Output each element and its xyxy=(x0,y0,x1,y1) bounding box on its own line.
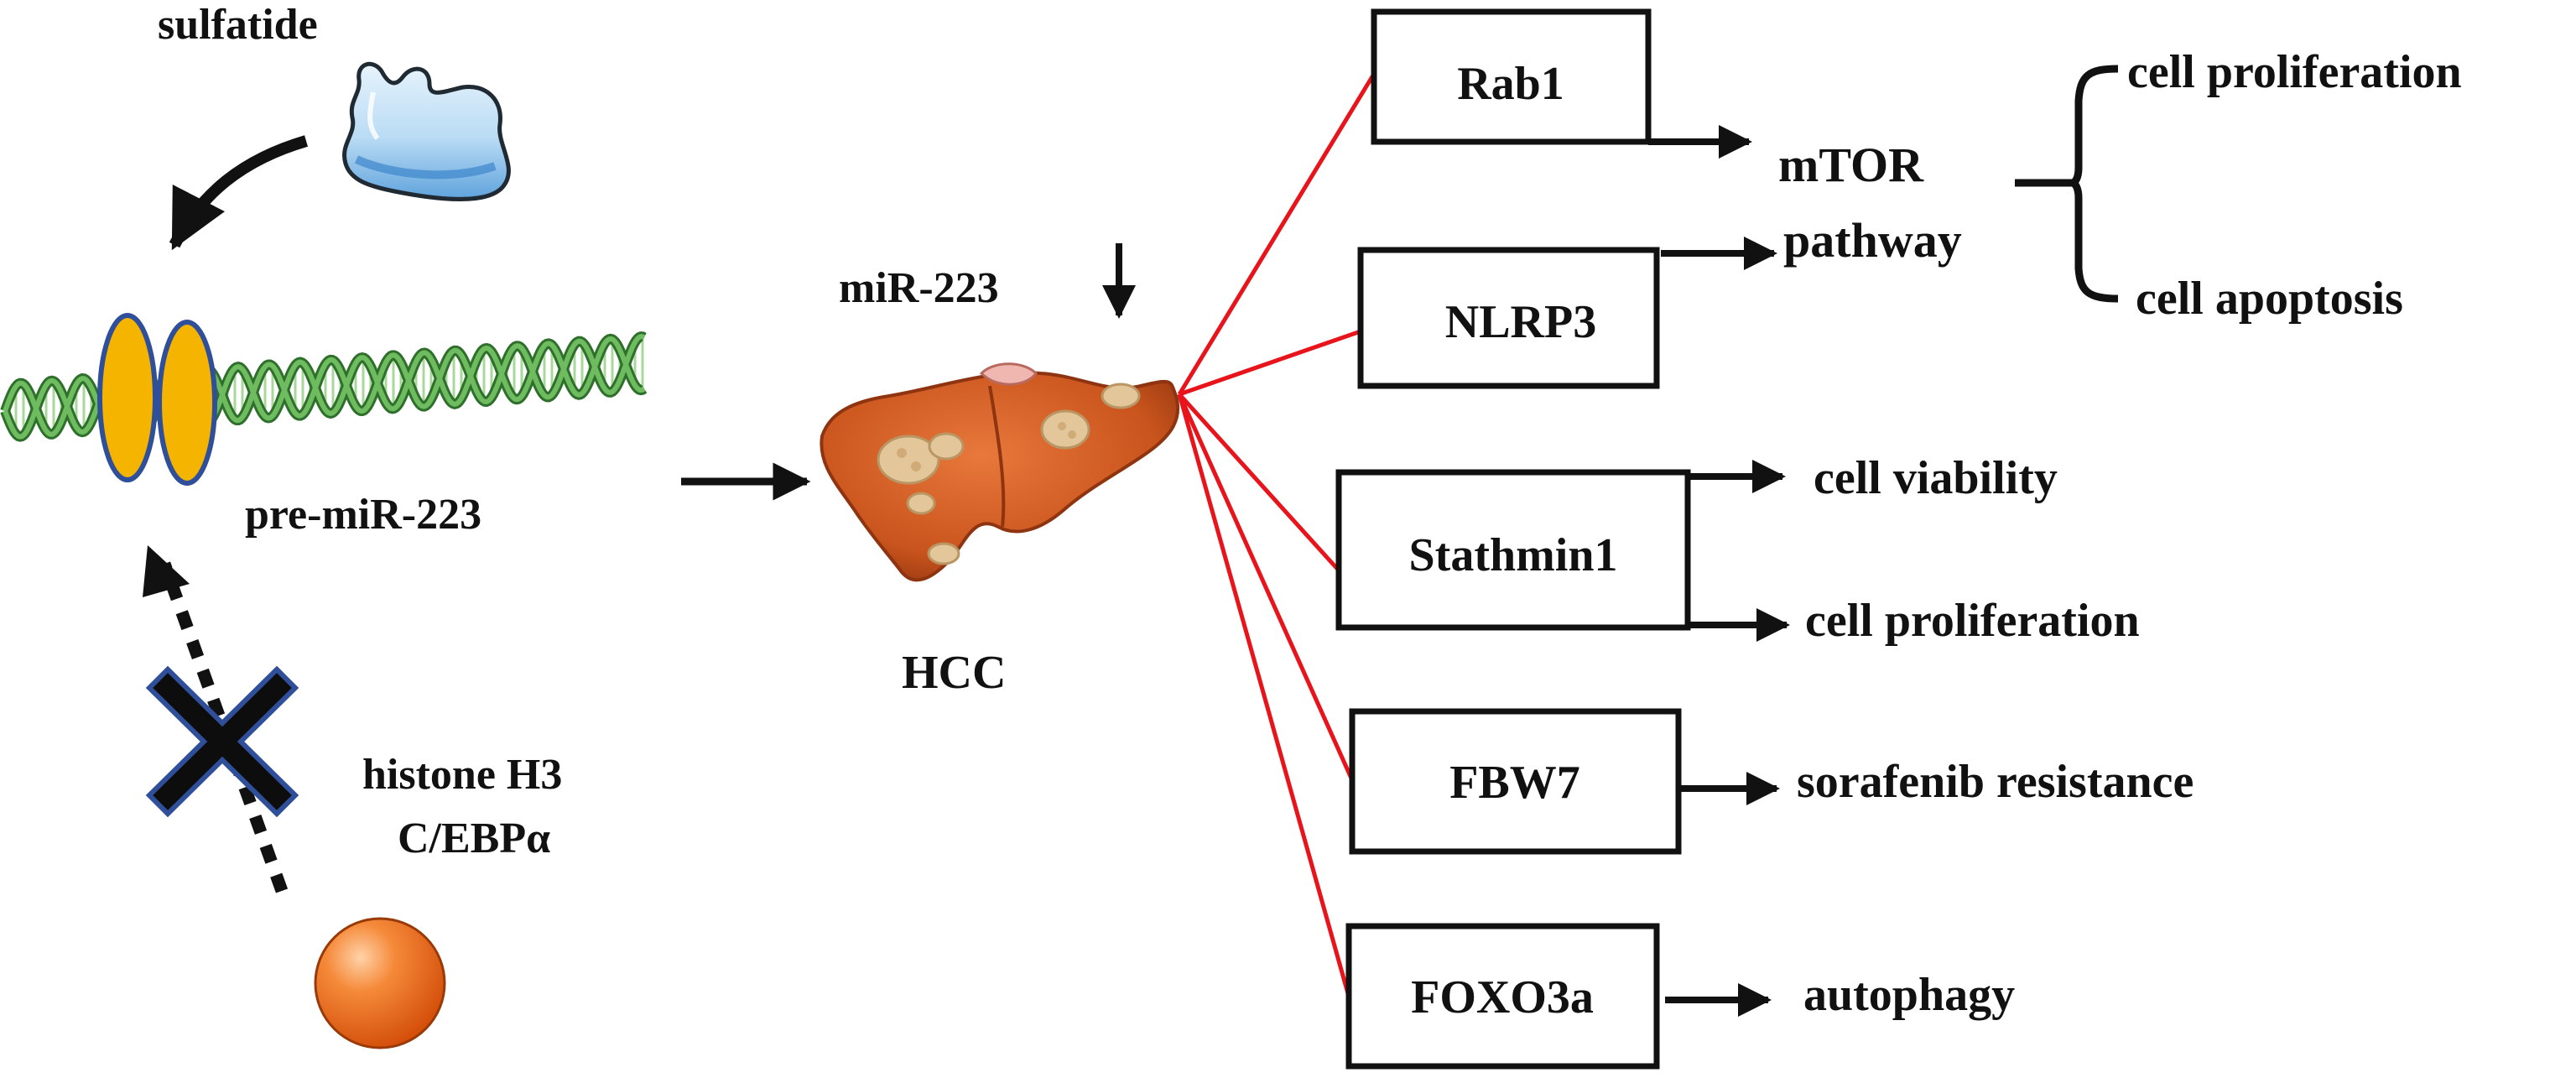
sulfatide-to-dna-arrow xyxy=(169,135,308,251)
hcc-label: HCC xyxy=(902,647,1006,699)
cell-proliferation-top-label: cell proliferation xyxy=(2127,46,2462,98)
cell-apoptosis-label: cell apoptosis xyxy=(2136,273,2403,325)
target-stathmin1-label: Stathmin1 xyxy=(1409,529,1618,581)
target-fbw7-label: FBW7 xyxy=(1449,757,1580,809)
protein-ball-icon xyxy=(314,917,446,1049)
mtor-label-line2: pathway xyxy=(1783,213,1962,268)
block-cross-icon xyxy=(145,665,299,818)
red-connectors xyxy=(1177,72,1376,997)
target-rab1-label: Rab1 xyxy=(1457,58,1564,110)
target-rab1-box: Rab1 xyxy=(1371,8,1652,145)
target-stathmin1-box: Stathmin1 xyxy=(1335,469,1691,631)
cell-viability-label: cell viability xyxy=(1814,452,2058,504)
mtor-label-line1: mTOR xyxy=(1778,138,1924,192)
target-foxo3a-box: FOXO3a xyxy=(1345,923,1660,1070)
target-nlrp3-label: NLRP3 xyxy=(1445,296,1596,348)
histone-label: histone H3 xyxy=(362,751,562,799)
cebpa-label: C/EBPα xyxy=(398,815,550,862)
mir223-label: miR-223 xyxy=(839,264,999,312)
autophagy-label: autophagy xyxy=(1803,969,2015,1021)
liver-hcc-icon xyxy=(820,362,1180,582)
cell-proliferation-mid-label: cell proliferation xyxy=(1805,595,2140,647)
nucleosome-2 xyxy=(157,320,217,486)
connector-fbw7 xyxy=(1177,393,1355,782)
target-nlrp3-box: NLRP3 xyxy=(1357,247,1660,389)
connector-stathmin1 xyxy=(1178,393,1340,572)
target-fbw7-box: FBW7 xyxy=(1349,708,1682,855)
connector-foxo3a xyxy=(1177,393,1351,997)
sulfatide-molecule-icon xyxy=(342,61,511,201)
mtor-outcome-bracket xyxy=(2015,65,2119,303)
sulfatide-label: sulfatide xyxy=(158,1,318,49)
dotted-arrow-head xyxy=(143,545,190,597)
connector-nlrp3 xyxy=(1179,329,1361,397)
sorafenib-resistance-label: sorafenib resistance xyxy=(1797,756,2194,808)
pre-mir-label: pre-miR-223 xyxy=(245,491,481,539)
target-foxo3a-label: FOXO3a xyxy=(1411,971,1594,1023)
connector-rab1 xyxy=(1177,72,1376,396)
histone-to-dna-dotted-arrow xyxy=(158,561,289,893)
nucleosome-1 xyxy=(97,313,158,482)
